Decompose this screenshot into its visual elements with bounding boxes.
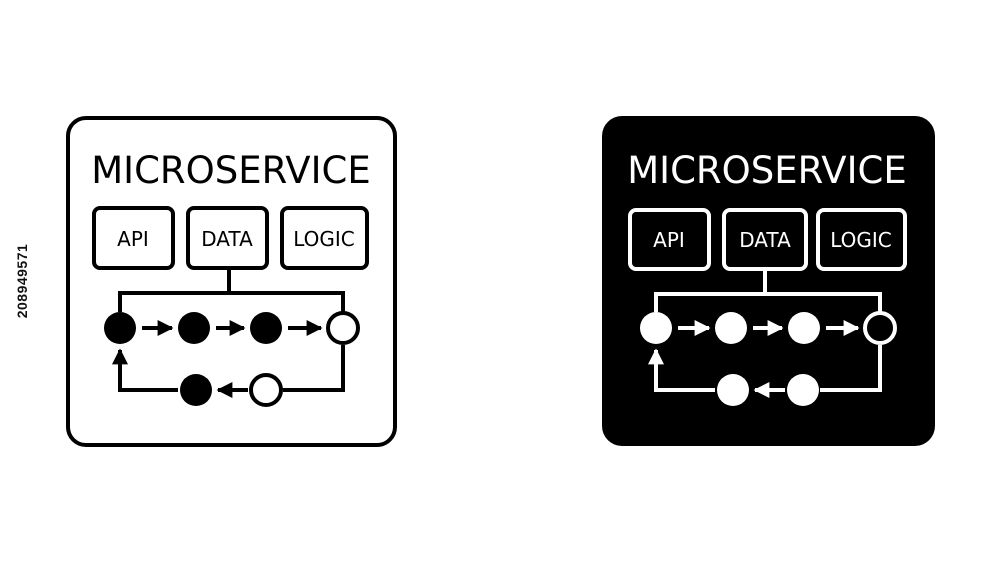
flow-arrow-up (112, 348, 178, 392)
icon-title: MICROSERVICE (627, 149, 907, 192)
flow-return-line (820, 345, 882, 392)
flow-node-filled (180, 374, 212, 406)
flow-node-filled (178, 312, 210, 344)
stock-image-id: 208949571 (14, 243, 30, 319)
module-box-data: DATA (186, 206, 269, 270)
flow-node-filled (104, 312, 136, 344)
module-label-logic: LOGIC (293, 227, 355, 251)
icon-frame (602, 116, 935, 446)
flow-node-filled (788, 312, 820, 344)
icon-frame (66, 116, 397, 447)
module-label-logic: LOGIC (830, 228, 892, 252)
module-box-logic: LOGIC (280, 206, 369, 270)
flow-node-filled (640, 312, 672, 344)
module-box-data: DATA (722, 208, 808, 271)
icon-title: MICROSERVICE (91, 149, 371, 192)
module-label-data: DATA (739, 228, 791, 252)
connector-bracket (118, 268, 345, 312)
flow-node-filled (787, 374, 819, 406)
module-label-api: API (653, 228, 685, 252)
flow-node-hollow (249, 373, 283, 407)
flow-node-filled (250, 312, 282, 344)
module-box-logic: LOGIC (816, 208, 907, 271)
flow-arrow-up (648, 348, 715, 392)
module-label-data: DATA (201, 227, 253, 251)
microservice-icon-outline: MICROSERVICE API DATA LOGIC (66, 116, 397, 447)
flow-return-line (283, 345, 345, 392)
flow-node-filled (717, 374, 749, 406)
module-label-api: API (117, 227, 149, 251)
module-box-api: API (92, 206, 175, 270)
connector-bracket (654, 269, 882, 312)
flow-node-hollow (326, 311, 360, 345)
module-box-api: API (628, 208, 711, 271)
flow-node-filled (715, 312, 747, 344)
flow-node-hollow (863, 311, 897, 345)
microservice-icon-inverted: MICROSERVICE API DATA LOGIC (602, 116, 935, 446)
